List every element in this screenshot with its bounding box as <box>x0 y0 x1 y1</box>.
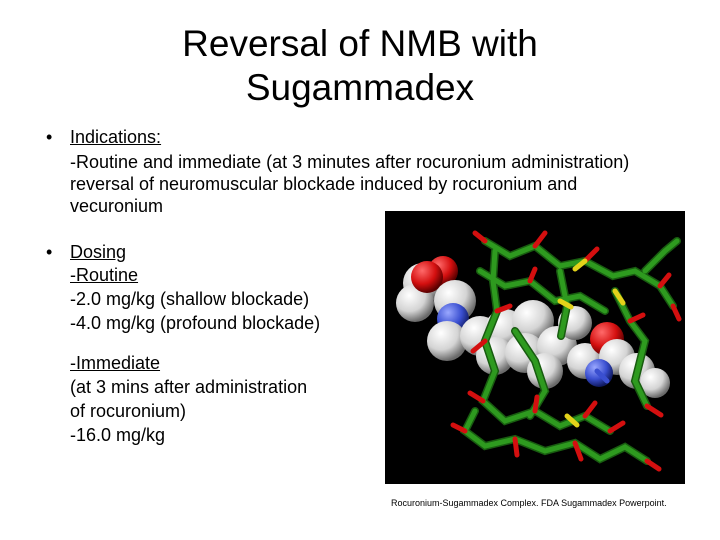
dosing-heading: Dosing <box>70 242 127 262</box>
bullet-list: • Indications: -Routine and immediate (a… <box>40 126 660 446</box>
bullet-dot: • <box>46 242 53 262</box>
immediate-heading: -Immediate <box>70 353 161 373</box>
indications-text: -Routine and immediate (at 3 minutes aft… <box>70 152 630 216</box>
bullet-indications: • Indications: <box>40 126 660 148</box>
title-line-2: Sugammadex <box>245 67 475 108</box>
title-line-1: Reversal of NMB with <box>182 23 538 64</box>
image-caption: Rocuronium-Sugammadex Complex. FDA Sugam… <box>391 498 667 508</box>
bullet-dosing: • Dosing <box>40 241 660 263</box>
molecule-image <box>385 211 685 484</box>
routine-item: -2.0 mg/kg (shallow blockade) <box>70 289 310 309</box>
slide-title: Reversal of NMB with Sugammadex <box>0 22 720 110</box>
molecule-model-illustration <box>396 230 682 472</box>
routine-heading: -Routine <box>70 265 139 285</box>
immediate-item: (at 3 mins after administration <box>70 377 308 397</box>
stick-bonds <box>450 230 682 472</box>
immediate-item: -16.0 mg/kg <box>70 425 166 445</box>
routine-item: -4.0 mg/kg (profound blockade) <box>70 313 321 333</box>
bullet-dot: • <box>46 127 53 147</box>
immediate-item: of rocuronium) <box>70 401 187 421</box>
indications-heading: Indications: <box>70 127 162 147</box>
